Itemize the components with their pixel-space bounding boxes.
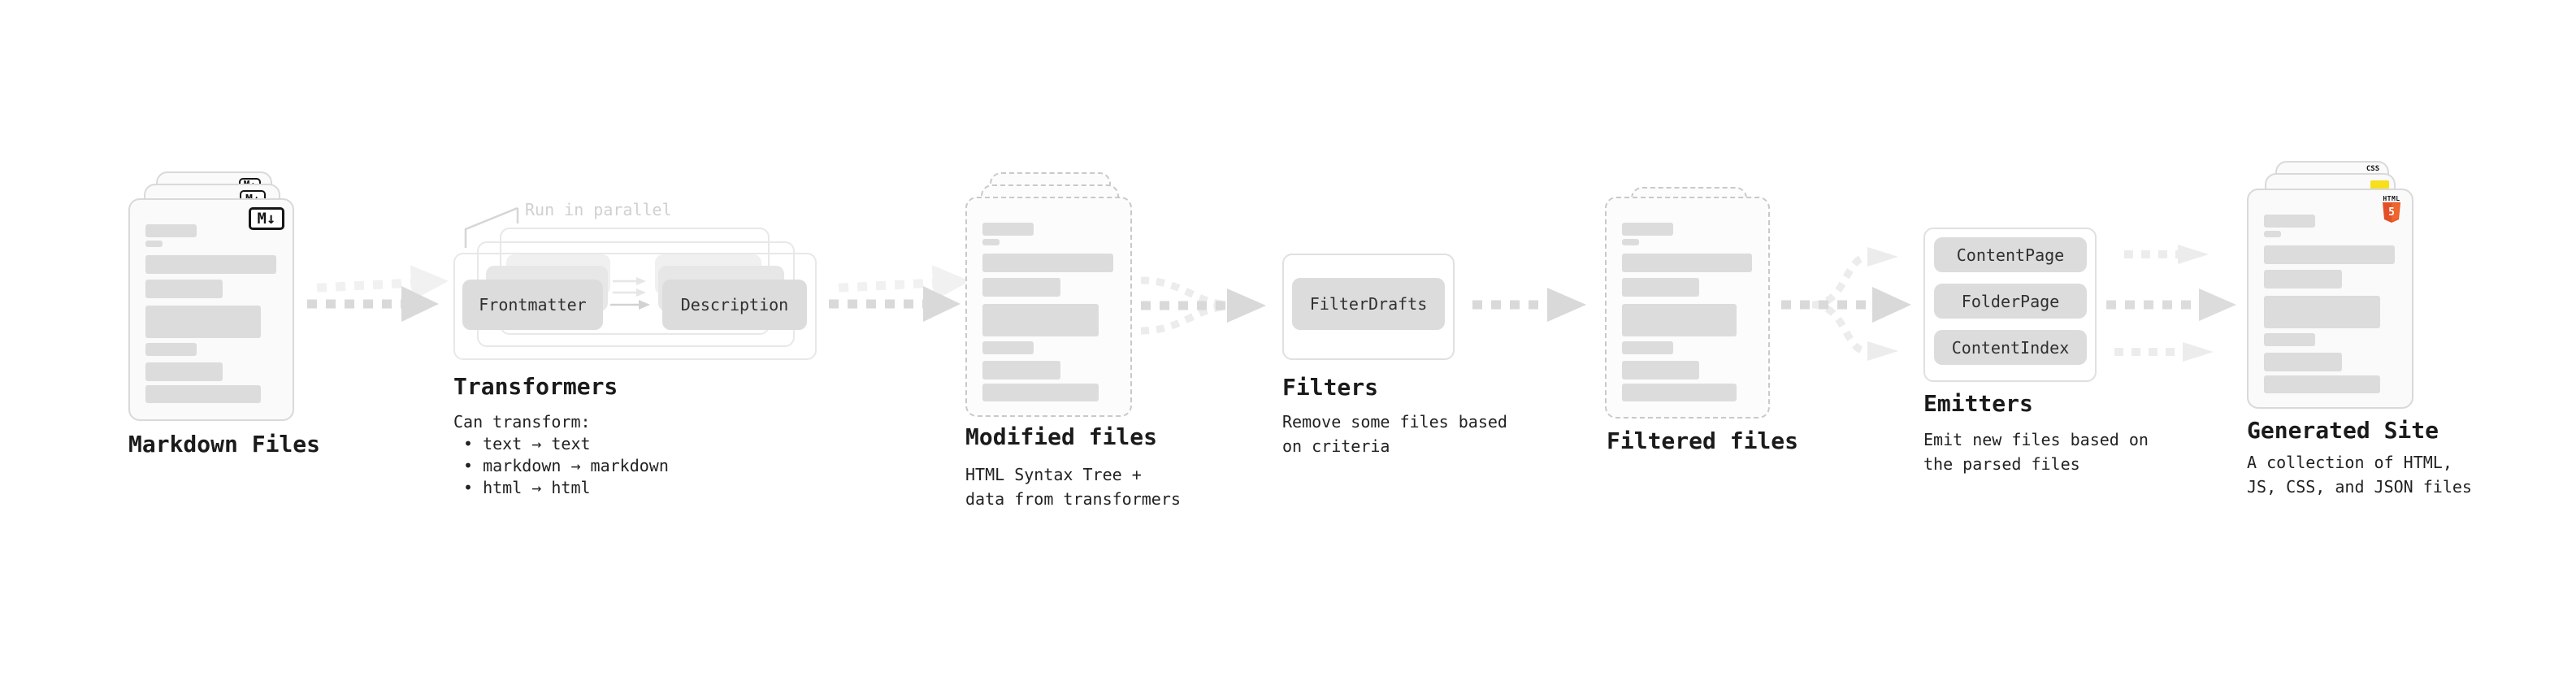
stage-label-filters: Filters (1282, 374, 1379, 401)
site-file-card-front: HTML 5 (2247, 189, 2413, 409)
annotation-leader-line (464, 206, 519, 248)
stage-label-modified-files: Modified files (965, 423, 1158, 450)
placeholder-text-bar (2263, 353, 2342, 371)
placeholder-text-bar (145, 241, 163, 247)
placeholder-text-bar (982, 239, 1000, 245)
emitters-box (1923, 228, 2097, 382)
placeholder-text-bar (1621, 239, 1639, 245)
placeholder-text-bar (145, 343, 197, 356)
stage-label-generated-site: Generated Site (2247, 417, 2439, 444)
placeholder-text-bar (145, 362, 223, 381)
stage-description: Can transform: (453, 412, 591, 432)
placeholder-text-bar (982, 304, 1099, 336)
stage-description: on criteria (1282, 436, 1390, 456)
placeholder-text-bar (145, 224, 197, 237)
stage-label-filtered-files: Filtered files (1607, 427, 1799, 454)
filter-drafts-button: FilterDrafts (1292, 278, 1445, 330)
stage-description: HTML Syntax Tree + (965, 465, 1142, 484)
placeholder-text-bar (2263, 215, 2316, 228)
placeholder-text-bar (982, 254, 1114, 272)
filters-box (1282, 254, 1455, 360)
stage-label-markdown-files: Markdown Files (128, 431, 321, 458)
placeholder-text-bar (1621, 341, 1673, 354)
placeholder-text-bar (982, 341, 1034, 354)
arrow-modified-to-filters (1140, 276, 1266, 335)
stage-description: • html → html (463, 478, 591, 497)
transformer-frontmatter-button: Frontmatter (462, 280, 603, 330)
parallel-flow-arrows-icon (610, 277, 650, 310)
stage-description: Emit new files based on (1923, 430, 2149, 449)
placeholder-text-bar (1621, 223, 1673, 236)
placeholder-text-bar (145, 385, 261, 403)
stage-description: A collection of HTML, (2247, 453, 2452, 472)
placeholder-text-bar (2263, 333, 2316, 346)
markdown-icon: M↓ (249, 207, 284, 230)
stage-description: the parsed files (1923, 454, 2080, 474)
arrow-markdown-to-transformers (307, 265, 449, 322)
arrow-filters-to-filtered (1472, 288, 1586, 322)
placeholder-text-bar (2263, 296, 2380, 328)
svg-text:5: 5 (2388, 206, 2395, 219)
markdown-file-card-front: M↓ (128, 198, 294, 421)
placeholder-text-bar (982, 361, 1060, 380)
placeholder-text-bar (982, 278, 1060, 297)
placeholder-text-bar (145, 306, 261, 338)
placeholder-text-bar (1621, 384, 1737, 401)
placeholder-text-bar (2263, 270, 2342, 288)
placeholder-text-bar (1621, 304, 1737, 336)
filtered-file-card-front (1605, 197, 1770, 419)
placeholder-text-bar (1621, 254, 1752, 272)
emitter-contentpage-button: ContentPage (1934, 237, 2087, 272)
modified-file-card-front (965, 197, 1132, 417)
placeholder-text-bar (145, 255, 276, 274)
stage-description: JS, CSS, and JSON files (2247, 477, 2472, 497)
run-in-parallel-annotation: Run in parallel (525, 200, 672, 219)
placeholder-text-bar (1621, 278, 1699, 297)
stage-label-transformers: Transformers (453, 373, 618, 400)
placeholder-text-bar (2263, 231, 2282, 237)
placeholder-text-bar (2263, 245, 2396, 264)
html5-icon: HTML 5 (2382, 195, 2401, 224)
placeholder-text-bar (1621, 361, 1699, 380)
stage-description: • text → text (463, 434, 591, 453)
transformer-box-front (453, 253, 817, 360)
placeholder-text-bar (2263, 375, 2380, 393)
transformer-description-button: Description (662, 280, 807, 330)
placeholder-text-bar (982, 223, 1034, 236)
stage-description: Remove some files based (1282, 412, 1507, 432)
stage-description: • markdown → markdown (463, 456, 669, 475)
emitter-contentindex-button: ContentIndex (1934, 330, 2087, 365)
stage-label-emitters: Emitters (1923, 390, 2033, 417)
placeholder-text-bar (145, 280, 223, 298)
emitter-folderpage-button: FolderPage (1934, 284, 2087, 319)
arrow-transformers-to-modified (829, 265, 970, 322)
arrow-emitters-to-site (2106, 245, 2236, 362)
arrow-filtered-to-emitters (1781, 247, 1911, 361)
stage-description: data from transformers (965, 489, 1181, 509)
placeholder-text-bar (982, 384, 1099, 401)
